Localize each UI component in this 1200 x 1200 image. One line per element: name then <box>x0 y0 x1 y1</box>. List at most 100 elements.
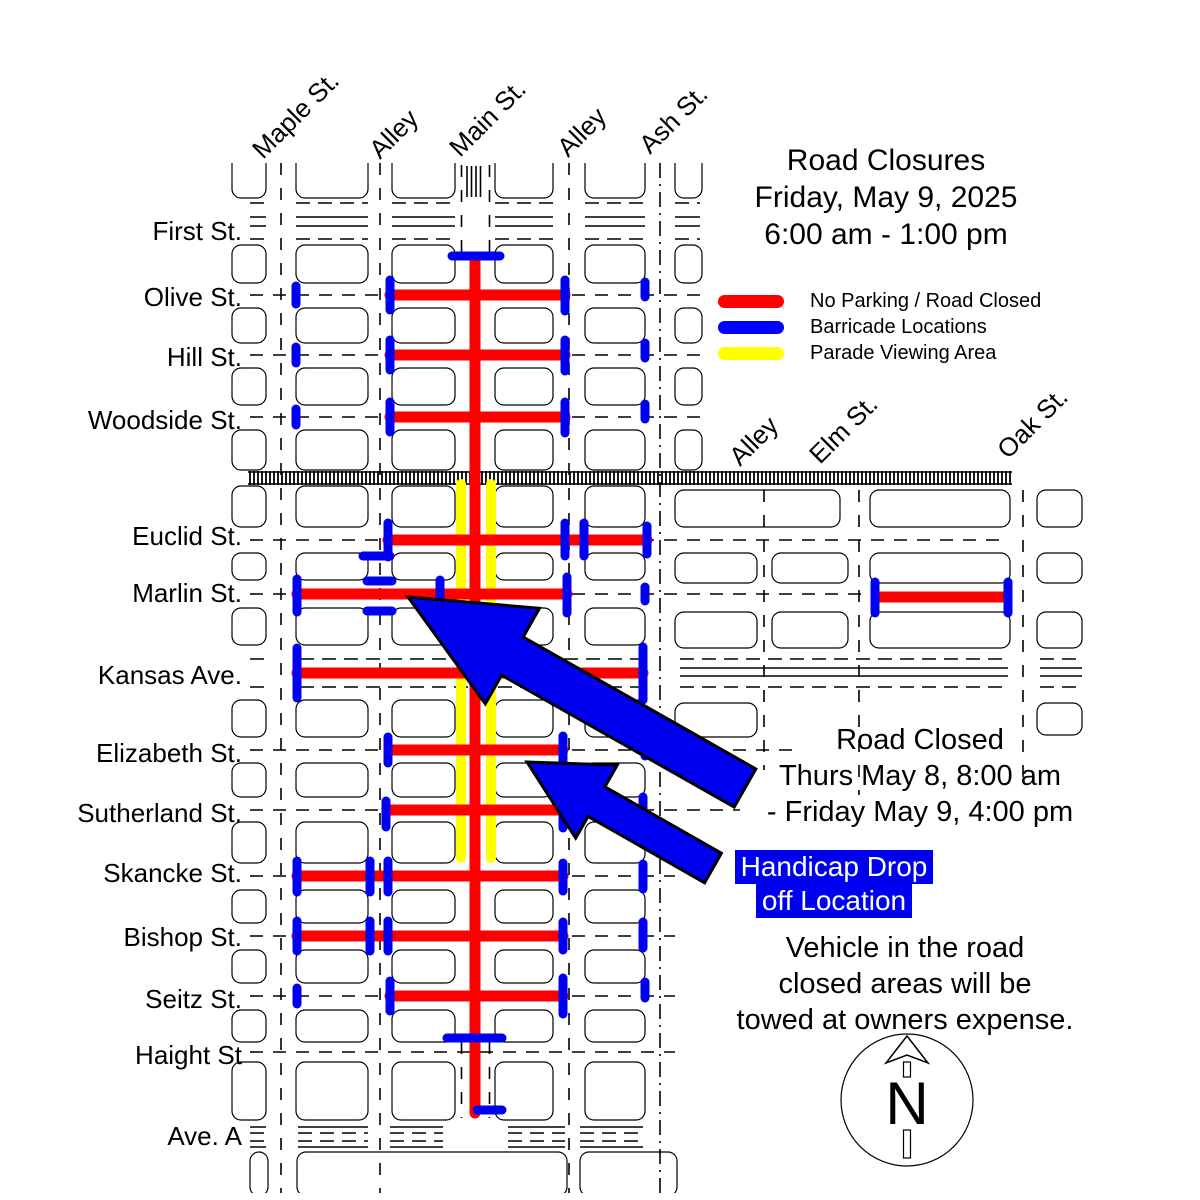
legend-row-barricade: Barricade Locations <box>718 314 1041 340</box>
city-block <box>231 889 267 924</box>
tow-note-line1: Vehicle in the road <box>785 932 1025 964</box>
city-block <box>295 367 369 406</box>
city-block <box>231 485 267 528</box>
city-block <box>494 821 554 864</box>
city-block <box>584 949 646 984</box>
city-block <box>494 307 554 344</box>
road-closed-note-line1: Road Closed <box>836 724 1004 756</box>
city-block <box>231 1061 267 1121</box>
street-label: Kansas Ave. <box>98 660 242 690</box>
city-block <box>391 163 456 199</box>
legend: No Parking / Road Closed Barricade Locat… <box>718 288 1041 366</box>
callout-arrows <box>404 595 758 885</box>
street-label: Elm St. <box>803 389 883 469</box>
tow-note-line2: closed areas will be <box>778 968 1032 1000</box>
city-block <box>231 699 267 738</box>
city-block <box>391 1009 456 1043</box>
street-label: Maple St. <box>246 65 345 164</box>
street-label: Main St. <box>443 74 532 163</box>
city-block <box>391 762 456 798</box>
city-block <box>391 307 456 344</box>
city-block <box>295 552 369 581</box>
city-block <box>674 702 758 738</box>
city-block <box>674 163 703 199</box>
city-block <box>494 699 554 738</box>
city-block <box>494 552 554 581</box>
callout-arrow <box>524 760 724 885</box>
compass-north-label: N <box>885 1070 928 1137</box>
city-block <box>1036 552 1083 584</box>
handicap-label-line2: off Location <box>755 884 913 918</box>
city-block <box>391 244 456 284</box>
city-block <box>391 429 456 471</box>
city-block <box>674 429 703 471</box>
city-block <box>295 607 369 646</box>
barricade-label: Barricade Locations <box>810 315 987 338</box>
map-title-line3: 6:00 am - 1:00 pm <box>764 218 1008 251</box>
city-block <box>494 889 554 924</box>
road-closed-note: Road Closed Thurs May 8, 8:00 am - Frida… <box>720 722 1120 830</box>
north-arrow-icon <box>883 1034 931 1065</box>
city-block <box>231 307 267 344</box>
city-block <box>231 949 267 984</box>
city-block <box>391 949 456 984</box>
city-block <box>494 485 554 528</box>
compass-needle-stem <box>902 1061 912 1078</box>
street-label: Alley <box>723 410 784 471</box>
street-label: Skancke St. <box>103 858 242 888</box>
city-block <box>584 485 646 528</box>
city-block <box>869 552 1011 584</box>
city-block <box>231 607 267 646</box>
street-label: Ave. A <box>167 1121 242 1151</box>
city-block <box>295 949 369 984</box>
city-block <box>231 244 267 284</box>
city-block <box>584 429 646 471</box>
compass-needle-tail <box>902 1129 912 1159</box>
city-block <box>391 1061 456 1121</box>
railroad-track <box>248 471 1012 485</box>
city-block <box>231 821 267 864</box>
city-block <box>231 762 267 798</box>
city-block <box>295 889 369 924</box>
street-label: Seitz St. <box>145 984 242 1014</box>
city-block <box>296 1151 568 1193</box>
city-block <box>494 1061 554 1121</box>
city-block <box>391 552 456 581</box>
city-block <box>584 244 646 284</box>
compass-rose: N <box>840 1033 974 1167</box>
city-block <box>295 1009 369 1043</box>
street-label: Elizabeth St. <box>96 738 242 768</box>
city-block <box>674 611 758 649</box>
city-block <box>295 762 369 798</box>
viewing-label: Parade Viewing Area <box>810 341 997 364</box>
legend-row-viewing: Parade Viewing Area <box>718 340 1041 366</box>
city-block <box>674 489 841 528</box>
barricade-swatch <box>718 320 784 334</box>
city-block <box>391 699 456 738</box>
city-block <box>674 552 758 584</box>
railroad-hatch <box>248 471 1012 485</box>
city-block <box>231 1009 267 1043</box>
city-block <box>295 307 369 344</box>
handicap-dropoff-label: Handicap Drop off Location <box>700 850 968 918</box>
city-block <box>494 949 554 984</box>
street-label: Oak St. <box>991 382 1074 465</box>
city-block <box>295 699 369 738</box>
street-label: Haight St <box>135 1040 243 1070</box>
city-block <box>231 429 267 471</box>
callout-arrow <box>404 595 758 810</box>
city-block <box>231 163 267 199</box>
street-lines <box>250 163 1082 1193</box>
city-block <box>584 1009 646 1043</box>
handicap-label-line1: Handicap Drop <box>734 850 934 884</box>
city-block <box>295 429 369 471</box>
city-block <box>771 552 849 584</box>
street-label: Alley <box>551 101 612 162</box>
city-block <box>579 1151 678 1193</box>
city-block <box>295 1061 369 1121</box>
legend-row-road-closed: No Parking / Road Closed <box>718 288 1041 314</box>
tow-warning-note: Vehicle in the road closed areas will be… <box>705 930 1105 1038</box>
city-block <box>584 552 646 581</box>
city-block <box>494 367 554 406</box>
city-block <box>584 367 646 406</box>
